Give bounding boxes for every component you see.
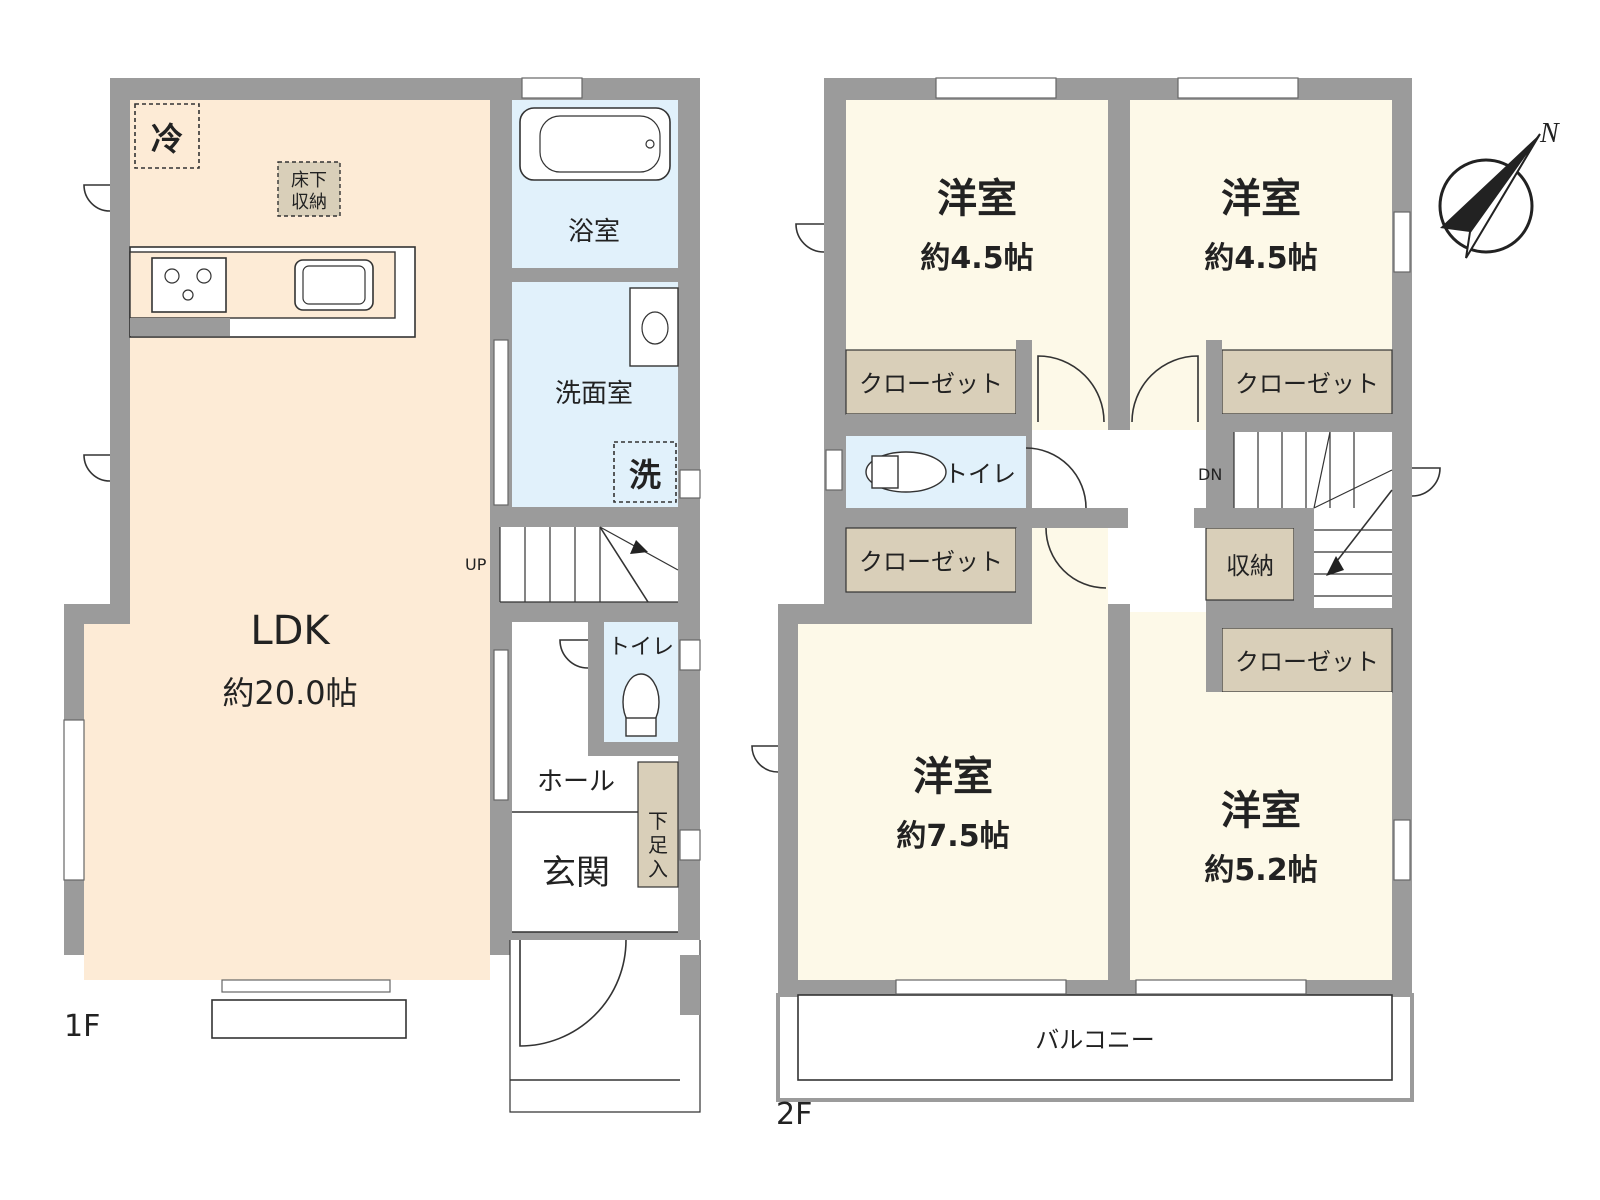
- room-nw-size: 約4.5帖: [920, 241, 1033, 276]
- stairs-down-label: DN: [1198, 465, 1222, 484]
- closet-nw: [845, 349, 1017, 415]
- floor-2-label: 2F: [776, 1097, 812, 1132]
- closet-sw: [845, 527, 1017, 593]
- room-se-name: 洋室: [1221, 788, 1301, 834]
- room-sw-name: 洋室: [913, 754, 993, 800]
- room-ne-size: 約4.5帖: [1204, 241, 1317, 276]
- stairs-1f: [500, 527, 678, 602]
- compass-north-label: N: [1539, 118, 1560, 149]
- compass-icon: N: [1438, 118, 1560, 259]
- room-nw-name: 洋室: [937, 176, 1017, 222]
- washbasin-icon: [641, 311, 669, 345]
- sink-icon: [294, 259, 374, 311]
- room-ne-name: 洋室: [1221, 176, 1301, 222]
- underfloor-storage: [277, 161, 341, 217]
- stove-icon: [151, 257, 227, 313]
- storage-2f-label: 収納: [1226, 552, 1274, 580]
- fridge-label: 冷: [151, 120, 183, 158]
- stairs-up-label: UP: [465, 555, 487, 574]
- closet-se: [1221, 627, 1393, 693]
- washer-label: 洗: [629, 456, 661, 494]
- shoe-storage-2: 足: [648, 833, 668, 857]
- toilet-icon-1f: [622, 673, 660, 737]
- balcony-label: バルコニー: [1035, 1026, 1155, 1054]
- hall-label: ホール: [537, 767, 615, 797]
- washer-space: [613, 441, 677, 503]
- shoe-storage-3: 入: [648, 857, 668, 881]
- ldk-size: 約20.0帖: [222, 674, 357, 712]
- floor-2-plan: バルコニー 洋室 約4.5帖 クローゼット 洋室 約4.5帖 クローゼット トイ…: [751, 77, 1441, 1132]
- floor-1-plan: 冷 床下 収納 LDK 約20.0帖 浴室 洗面室 洗: [63, 77, 701, 1113]
- room-se: [1130, 692, 1392, 980]
- room-sw: [798, 624, 1108, 980]
- ldk-room: [84, 100, 490, 980]
- fridge-space: [134, 103, 200, 169]
- closet-se-label: クローゼット: [1235, 648, 1379, 676]
- toilet-icon-2f: [865, 451, 947, 493]
- bathtub-icon: [519, 107, 671, 181]
- underfloor-storage-label-2: 収納: [291, 192, 327, 213]
- closet-ne: [1221, 349, 1393, 415]
- storage-2f: [1205, 527, 1295, 601]
- closet-nw-label: クローゼット: [859, 370, 1003, 398]
- ldk-name: LDK: [250, 608, 331, 654]
- closet-ne-label: クローゼット: [1235, 370, 1379, 398]
- underfloor-storage-label-1: 床下: [291, 170, 327, 191]
- entrance-label: 玄関: [542, 853, 610, 893]
- balcony: [797, 994, 1393, 1081]
- room-sw-size: 約7.5帖: [896, 819, 1009, 854]
- toilet-2f-label: トイレ: [944, 460, 1016, 488]
- shoe-storage-1: 下: [648, 809, 668, 833]
- toilet-1f-label: トイレ: [608, 635, 674, 660]
- floor-1-label: 1F: [64, 1009, 100, 1044]
- closet-sw-label: クローゼット: [859, 548, 1003, 576]
- bath-label: 浴室: [568, 217, 620, 247]
- stairs-2f: [1233, 431, 1393, 608]
- room-se-size: 約5.2帖: [1204, 853, 1317, 888]
- washroom-label: 洗面室: [555, 379, 633, 409]
